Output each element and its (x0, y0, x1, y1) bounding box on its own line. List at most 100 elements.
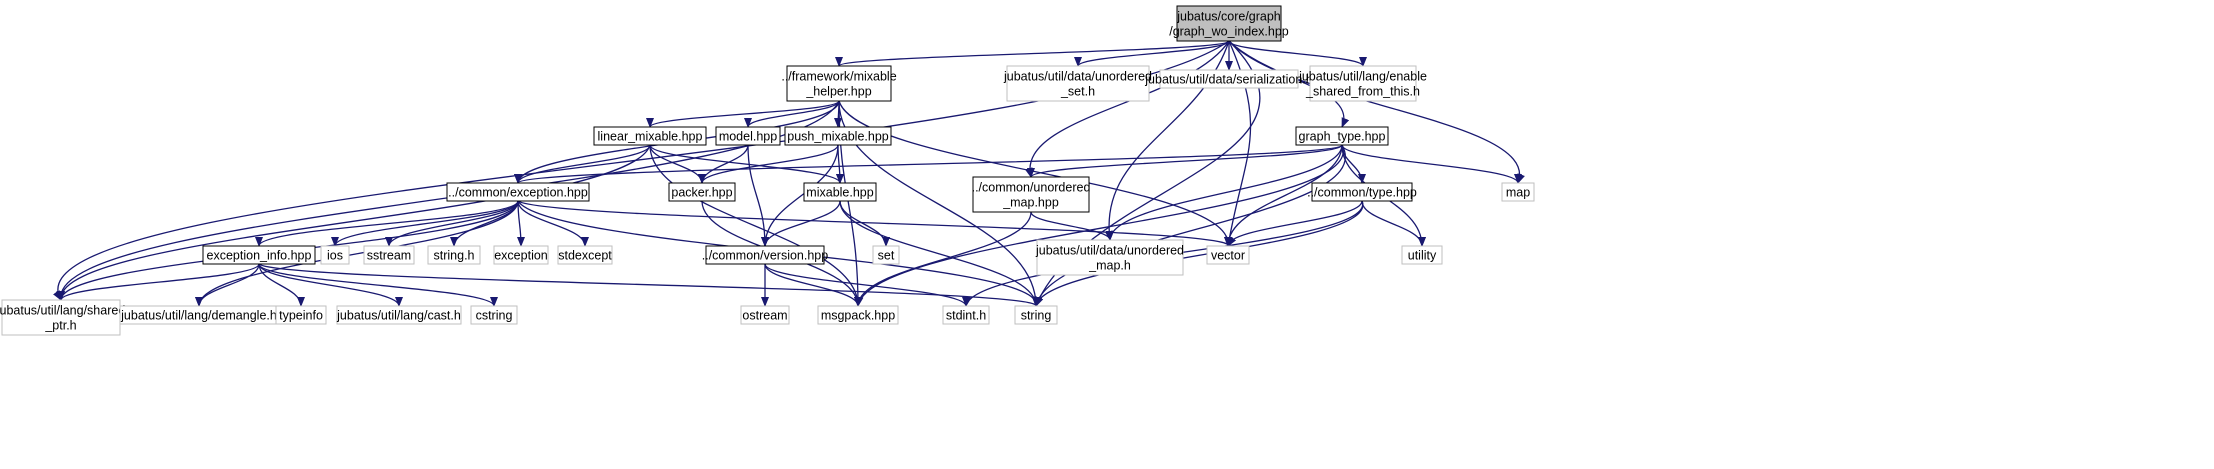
edge-graph_type-to-exception (514, 144, 1343, 184)
edge-root-to-enable_shared (1228, 40, 1367, 67)
edge-exception_info-to-demangle (195, 263, 260, 307)
node-label: _ptr.h (44, 319, 76, 333)
node-label: model.hpp (719, 130, 777, 144)
node-mixable_helper[interactable]: ../framework/mixable_helper.hpp (781, 65, 897, 102)
edge-mixable-to-version (761, 200, 841, 247)
edge-graph_type-to-map (1341, 144, 1522, 184)
node-push_mixable[interactable]: push_mixable.hpp (784, 126, 892, 146)
node-label: stdint.h (946, 309, 986, 323)
node-exception[interactable]: ../common/exception.hpp (446, 182, 590, 202)
node-box (446, 182, 590, 202)
node-label: string (1021, 309, 1052, 323)
edge-mixable_helper-to-model (744, 100, 840, 128)
node-label: utility (1408, 249, 1437, 263)
node-label: cstring (476, 309, 513, 323)
node-label: jubatus/util/data/unordered (1003, 70, 1152, 84)
node-label: typeinfo (279, 309, 323, 323)
edge-model-to-version (747, 144, 769, 247)
edge-exception_info-to-cast (258, 263, 403, 307)
node-sstream: sstream (363, 245, 415, 265)
node-box (1159, 69, 1299, 89)
node-box (1206, 245, 1250, 265)
edge-linear_mixable-to-mixable (649, 144, 844, 184)
edge-exception_info-to-typeinfo (258, 263, 305, 307)
node-label: jubatus/util/data/unordered (1035, 244, 1184, 258)
node-label: ../common/version.hpp (702, 249, 828, 263)
edge-graph_type-to-string (1034, 144, 1346, 307)
node-box (1311, 182, 1413, 202)
node-label: packer.hpp (671, 186, 732, 200)
node-label: ../common/unordered (972, 181, 1091, 195)
node-box (1401, 245, 1443, 265)
edge-exception-to-vector (517, 200, 1236, 247)
edge-exception_info-to-string (258, 263, 1043, 307)
node-model[interactable]: model.hpp (715, 126, 781, 146)
node-box (427, 245, 481, 265)
edge-unordered_map_hpp-to-unordered_map_h (1030, 211, 1114, 241)
edge-linear_mixable-to-shared_ptr (56, 144, 651, 301)
edge-exception-to-ios (331, 200, 519, 247)
node-box (593, 126, 707, 146)
node-enable_shared: jubatus/util/lang/enable_shared_from_thi… (1298, 65, 1427, 102)
node-common_type[interactable]: ../common/type.hpp (1307, 182, 1417, 202)
node-label: mixable.hpp (806, 186, 873, 200)
node-box (740, 305, 790, 325)
node-label: jubatus/util/lang/shared (0, 304, 125, 318)
edge-exception-to-demangle (195, 200, 519, 307)
node-box (202, 245, 316, 265)
node-stdexcept: stdexcept (557, 245, 613, 265)
node-label: string.h (434, 249, 475, 263)
node-stdint: stdint.h (942, 305, 990, 325)
node-string_h: string.h (427, 245, 481, 265)
edge-common_type-to-utility (1361, 200, 1426, 247)
edge-exception_info-to-cstring (258, 263, 498, 307)
node-typeinfo: typeinfo (275, 305, 327, 325)
node-box (872, 245, 900, 265)
node-box (786, 65, 892, 102)
node-box (336, 305, 462, 325)
edges-layer (53, 40, 1525, 307)
node-label: /graph_wo_index.hpp (1169, 25, 1289, 39)
node-label: ../common/exception.hpp (448, 186, 588, 200)
node-box (557, 245, 613, 265)
node-demangle: jubatus/util/lang/demangle.h (119, 305, 279, 325)
node-linear_mixable[interactable]: linear_mixable.hpp (593, 126, 707, 146)
node-label: jubatus/core/graph (1176, 10, 1281, 24)
node-label: _helper.hpp (805, 85, 871, 99)
edge-mixable_helper-to-linear_mixable (646, 100, 840, 128)
node-label: exception_info.hpp (207, 249, 312, 263)
node-packer[interactable]: packer.hpp (668, 182, 736, 202)
node-label: linear_mixable.hpp (598, 130, 703, 144)
node-root[interactable]: jubatus/core/graph/graph_wo_index.hpp (1169, 5, 1289, 42)
node-exception_info[interactable]: exception_info.hpp (202, 245, 316, 265)
node-label: map (1506, 186, 1530, 200)
node-graph_type[interactable]: graph_type.hpp (1295, 126, 1389, 146)
node-label: stdexcept (558, 249, 612, 263)
node-box (784, 126, 892, 146)
node-serialization: jubatus/util/data/serialization.h (1144, 69, 1313, 89)
node-mixable[interactable]: mixable.hpp (803, 182, 877, 202)
node-box (1501, 182, 1535, 202)
edge-mixable_helper-to-shared_ptr (55, 100, 840, 301)
node-box (1309, 65, 1417, 102)
edge-mixable-to-string (839, 200, 1040, 307)
node-box (320, 245, 350, 265)
node-label: graph_type.hpp (1299, 130, 1386, 144)
node-box (668, 182, 736, 202)
node-unordered_set: jubatus/util/data/unordered_set.h (1003, 65, 1152, 102)
node-unordered_map_hpp[interactable]: ../common/unordered_map.hpp (972, 176, 1091, 213)
node-box (493, 245, 549, 265)
node-label: push_mixable.hpp (787, 130, 889, 144)
edge-root-to-mixable_helper (835, 40, 1230, 67)
edge-exception_info-to-shared_ptr (57, 263, 260, 301)
node-box (715, 126, 781, 146)
node-box (275, 305, 327, 325)
node-version[interactable]: ../common/version.hpp (702, 245, 828, 265)
node-label: ../framework/mixable (781, 70, 896, 84)
edge-root-to-unordered_map_hpp (1024, 40, 1230, 178)
node-label: jubatus/util/lang/cast.h (336, 309, 461, 323)
edge-graph_type-to-msgpack (855, 144, 1344, 307)
edge-graph_type-to-unordered_map_hpp (1027, 144, 1343, 178)
node-label: jubatus/util/lang/enable (1298, 70, 1427, 84)
